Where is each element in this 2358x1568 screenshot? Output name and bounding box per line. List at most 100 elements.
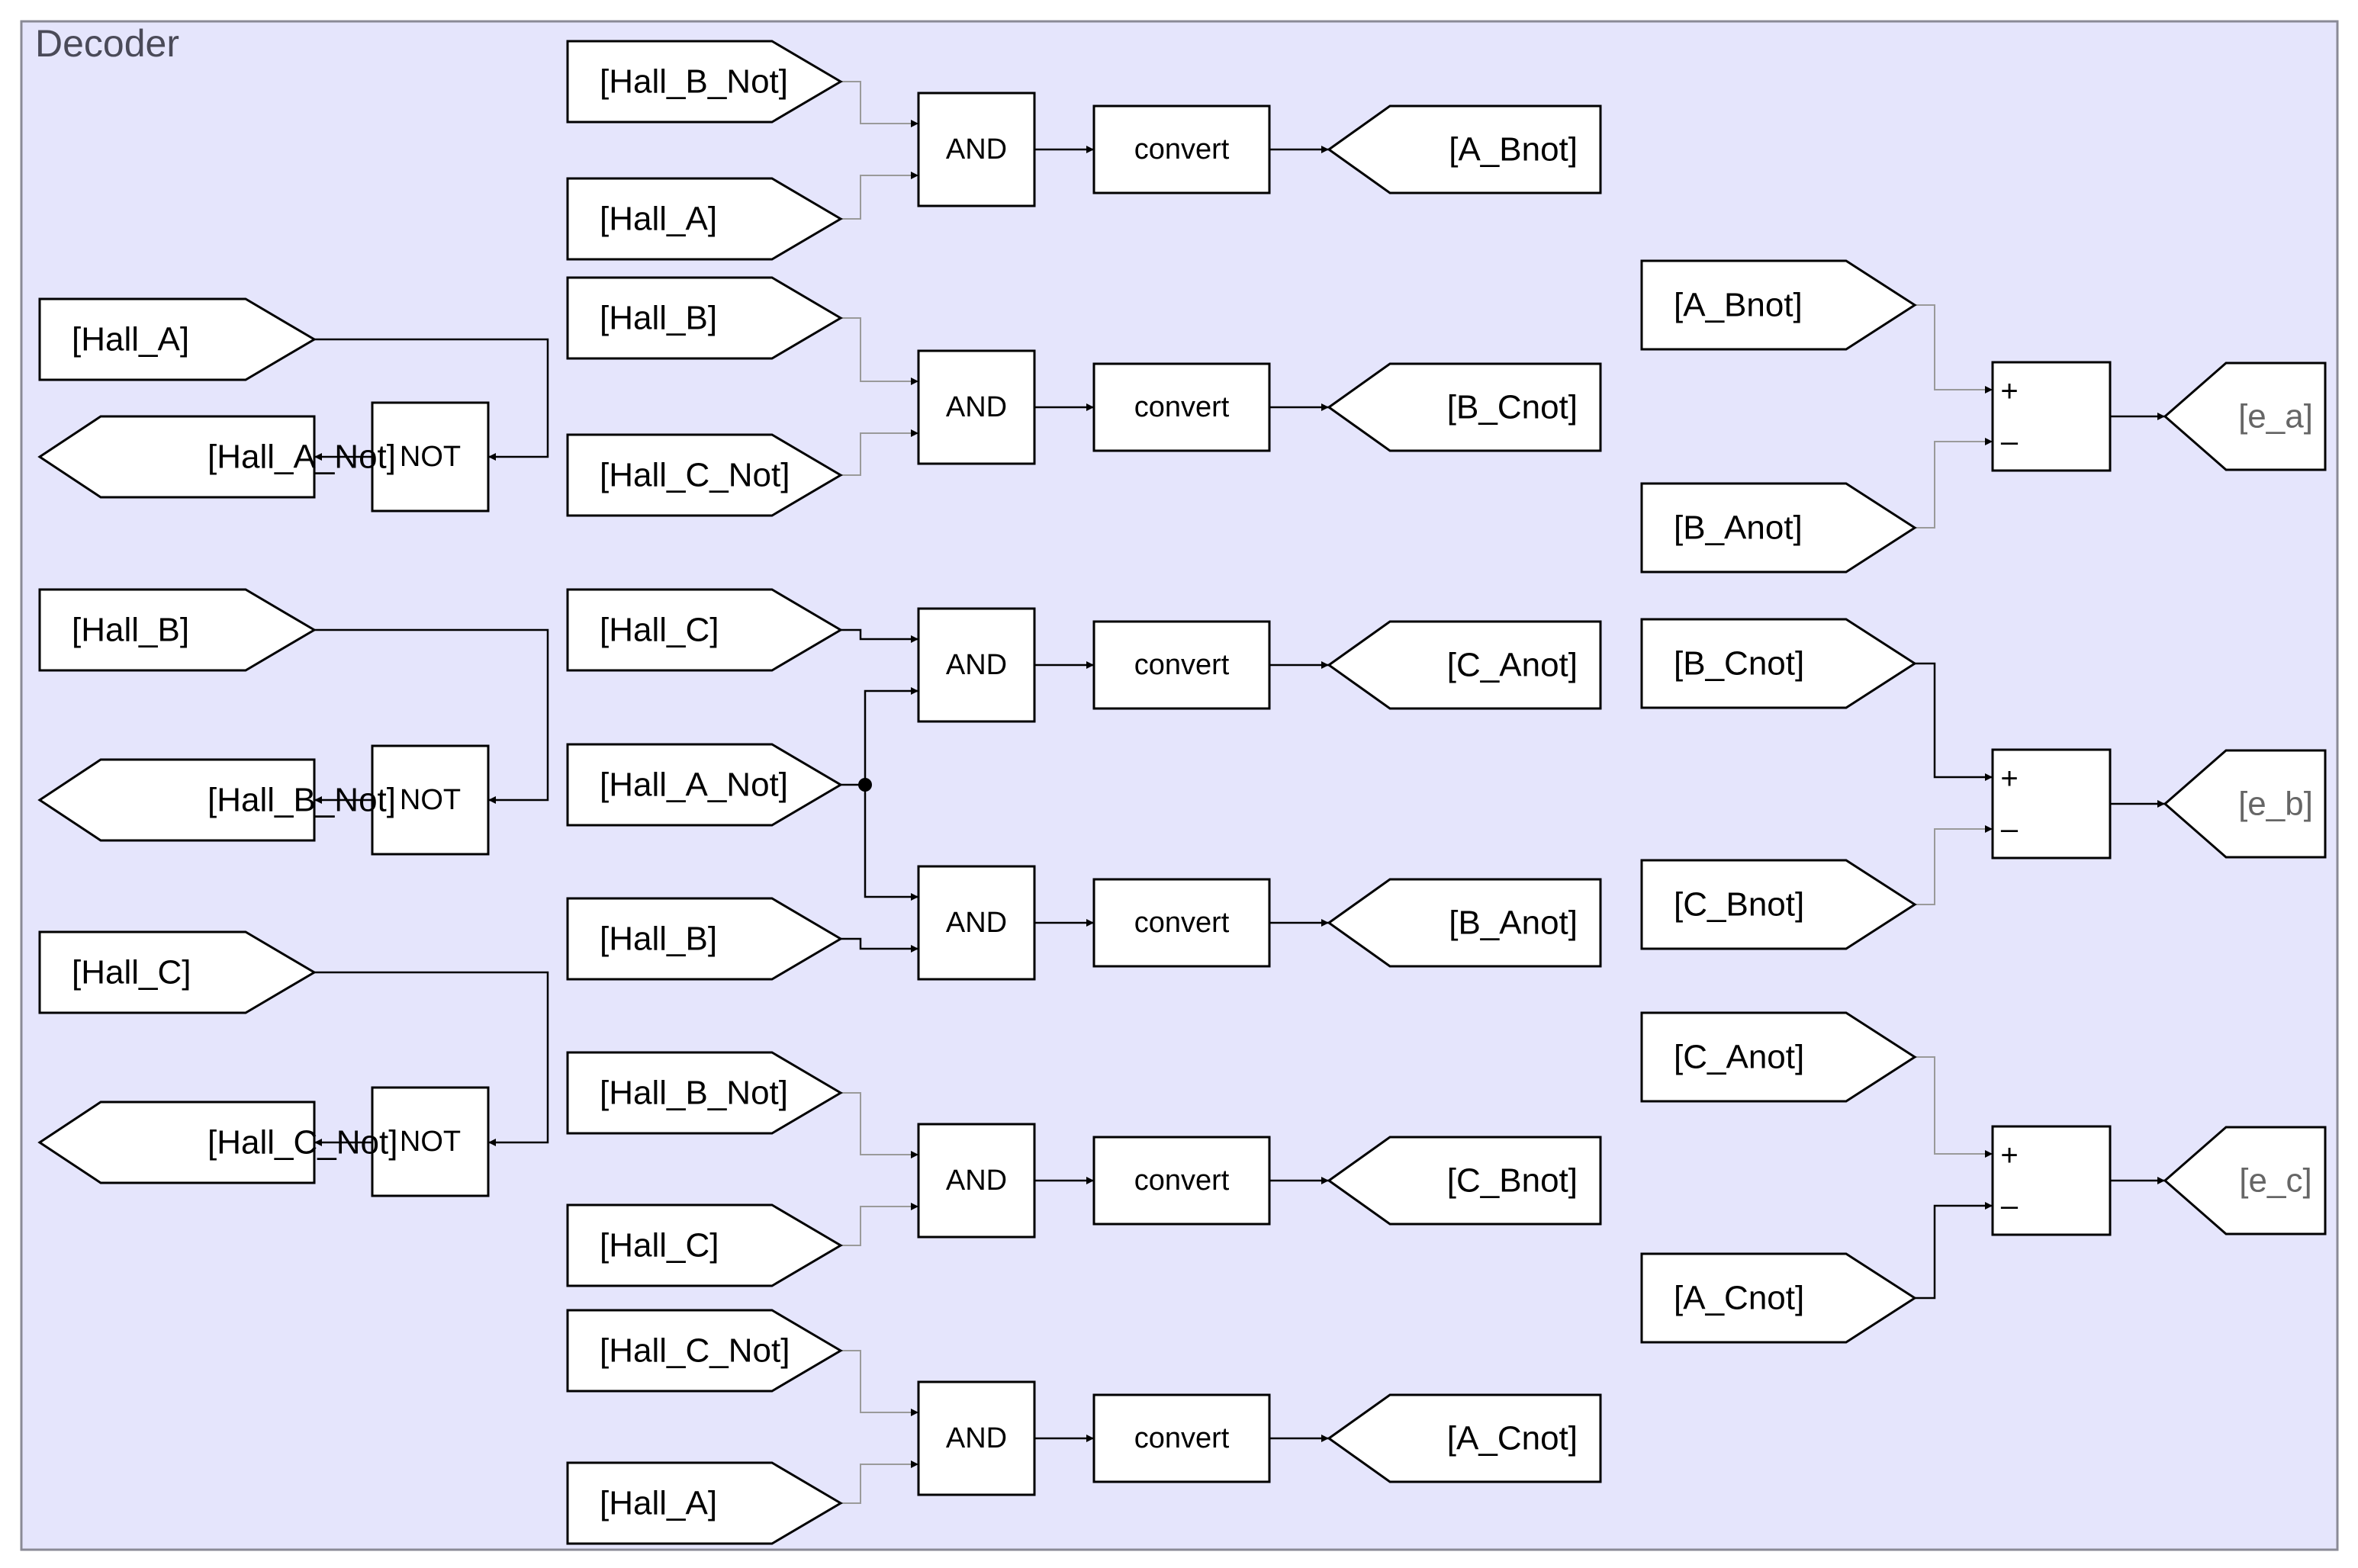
sum-block-1[interactable]: +– xyxy=(1991,361,2112,472)
signal-line xyxy=(841,1092,918,1158)
from-tag-shape xyxy=(38,930,317,1014)
convert-block-2[interactable]: convert xyxy=(1092,362,1271,452)
block-label: AND xyxy=(946,649,1007,681)
signal-line xyxy=(1915,304,1993,394)
convert-block-4[interactable]: convert xyxy=(1092,878,1271,968)
from-tag-label: [C_Bnot] xyxy=(1674,886,1804,924)
and-input-tag-8[interactable]: [Hall_C] xyxy=(566,1203,843,1287)
signal-line xyxy=(841,1203,918,1246)
subsystem-title: Decoder xyxy=(35,22,179,65)
from-tag-1[interactable]: [Hall_A] xyxy=(38,297,317,381)
from-tag-shape xyxy=(1640,618,1917,709)
and-input-tag-10[interactable]: [Hall_A] xyxy=(566,1461,843,1545)
from-tag-shape xyxy=(566,1309,843,1393)
and-input-tag-2[interactable]: [Hall_A] xyxy=(566,177,843,261)
sum-goto-3[interactable]: [e_c] xyxy=(2163,1126,2327,1235)
goto-tag-shape xyxy=(1327,620,1602,710)
signal-line xyxy=(1915,662,1993,781)
convert-block-5[interactable]: convert xyxy=(1092,1136,1271,1226)
from-tag-label: [Hall_C_Not] xyxy=(600,1332,790,1370)
and-block-1[interactable]: AND xyxy=(917,92,1036,207)
from-tag-shape xyxy=(566,588,843,672)
goto-tag-2[interactable]: [Hall_B_Not] xyxy=(37,758,396,842)
from-tag-label: [Hall_C_Not] xyxy=(600,457,790,494)
from-tag-shape xyxy=(38,297,317,381)
goto-tag-1[interactable]: [Hall_A_Not] xyxy=(37,415,396,499)
goto-6[interactable]: [A_Cnot] xyxy=(1327,1393,1602,1483)
block-body xyxy=(1092,878,1271,968)
goto-tag-label: [Hall_B_Not] xyxy=(207,782,396,819)
and-block-2[interactable]: AND xyxy=(917,349,1036,465)
sum-block-2[interactable]: +– xyxy=(1991,748,2112,860)
block-body xyxy=(917,1123,1036,1239)
sum-minus-tag-1[interactable]: [B_Anot] xyxy=(1640,482,1917,574)
from-tag-label: [C_Anot] xyxy=(1674,1039,1804,1076)
signal-line xyxy=(314,628,549,804)
sum-plus-tag-3[interactable]: [C_Anot] xyxy=(1640,1011,1917,1103)
goto-4[interactable]: [B_Anot] xyxy=(1327,878,1602,968)
not-block-1[interactable]: NOT xyxy=(371,401,490,512)
from-tag-label: [Hall_A] xyxy=(600,1485,717,1522)
from-tag-shape xyxy=(566,40,843,124)
sum-block-3[interactable]: +– xyxy=(1991,1125,2112,1236)
from-tag-label: [Hall_B_Not] xyxy=(600,63,788,101)
and-input-tag-6[interactable]: [Hall_B] xyxy=(566,897,843,981)
sum-minus-sign: – xyxy=(2001,425,2019,458)
branch-point xyxy=(858,778,872,792)
and-input-tag-3[interactable]: [Hall_B] xyxy=(566,276,843,360)
and-block-6[interactable]: AND xyxy=(917,1380,1036,1496)
from-tag-3[interactable]: [Hall_C] xyxy=(38,930,317,1014)
signal-line xyxy=(1915,1056,1993,1158)
and-block-3[interactable]: AND xyxy=(917,607,1036,723)
sum-goto-2[interactable]: [e_b] xyxy=(2163,749,2327,859)
signal-line xyxy=(841,628,918,643)
block-body xyxy=(371,1086,490,1197)
and-input-tag-4[interactable]: [Hall_C_Not] xyxy=(566,433,843,517)
goto-1[interactable]: [A_Bnot] xyxy=(1327,104,1602,194)
from-tag-shape xyxy=(566,276,843,360)
and-input-tag-9[interactable]: [Hall_C_Not] xyxy=(566,1309,843,1393)
not-block-3[interactable]: NOT xyxy=(371,1086,490,1197)
block-label: convert xyxy=(1134,649,1230,681)
sum-minus-tag-3[interactable]: [A_Cnot] xyxy=(1640,1252,1917,1344)
goto-2[interactable]: [B_Cnot] xyxy=(1327,362,1602,452)
and-input-tag-1[interactable]: [Hall_B_Not] xyxy=(566,40,843,124)
and-input-tag-7[interactable]: [Hall_B_Not] xyxy=(566,1051,843,1135)
and-input-tag-shared[interactable]: [Hall_A_Not] xyxy=(566,743,843,827)
goto-3[interactable]: [C_Anot] xyxy=(1327,620,1602,710)
goto-tag-shape xyxy=(1327,878,1602,968)
goto-tag-shape xyxy=(2163,361,2327,471)
signal-line xyxy=(1915,438,1993,529)
from-tag-label: [Hall_C] xyxy=(600,1227,719,1264)
signal-line xyxy=(864,687,918,785)
and-block-5[interactable]: AND xyxy=(917,1123,1036,1239)
goto-tag-3[interactable]: [Hall_C_Not] xyxy=(37,1100,397,1184)
not-block-2[interactable]: NOT xyxy=(371,744,490,856)
signal-line xyxy=(841,429,918,476)
signal-line xyxy=(314,338,549,461)
sum-goto-1[interactable]: [e_a] xyxy=(2163,361,2327,471)
goto-tag-shape xyxy=(1327,104,1602,194)
sum-minus-tag-2[interactable]: [C_Bnot] xyxy=(1640,859,1917,950)
sum-plus-tag-2[interactable]: [B_Cnot] xyxy=(1640,618,1917,709)
from-tag-shape xyxy=(1640,1252,1917,1344)
from-tag-label: [B_Anot] xyxy=(1674,509,1803,547)
signal-line xyxy=(314,971,549,1146)
and-input-tag-5[interactable]: [Hall_C] xyxy=(566,588,843,672)
goto-tag-shape xyxy=(2163,1126,2327,1235)
sum-minus-sign: – xyxy=(2001,1189,2019,1223)
sum-plus-tag-1[interactable]: [A_Bnot] xyxy=(1640,259,1917,351)
from-tag-2[interactable]: [Hall_B] xyxy=(38,588,317,672)
sum-plus-sign: + xyxy=(2000,374,2018,408)
goto-5[interactable]: [C_Bnot] xyxy=(1327,1136,1602,1226)
goto-tag-label: [Hall_C_Not] xyxy=(207,1124,397,1162)
goto-tag-label: [e_a] xyxy=(2238,398,2313,435)
and-block-4[interactable]: AND xyxy=(917,865,1036,981)
convert-block-3[interactable]: convert xyxy=(1092,620,1271,710)
from-tag-label: [Hall_B] xyxy=(600,921,717,958)
convert-block-1[interactable]: convert xyxy=(1092,104,1271,194)
convert-block-6[interactable]: convert xyxy=(1092,1393,1271,1483)
from-tag-label: [A_Cnot] xyxy=(1674,1280,1804,1317)
goto-tag-label: [A_Bnot] xyxy=(1449,131,1578,169)
